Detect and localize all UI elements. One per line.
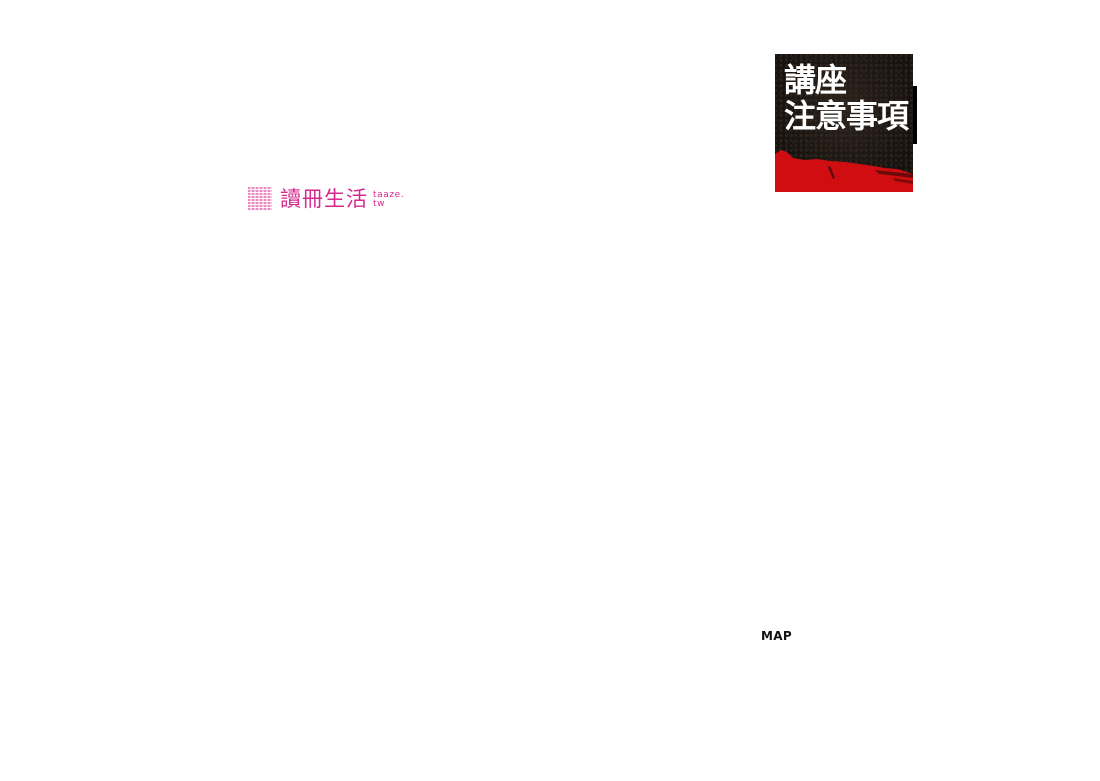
logo-text-english-line1: taaze. xyxy=(373,189,405,200)
lecture-notice-banner[interactable]: 講座 注意事項 xyxy=(775,54,917,192)
logo-text-english-line2: tw xyxy=(373,198,386,209)
banner-title-line2: 注意事項 xyxy=(784,97,909,135)
map-link[interactable]: MAP xyxy=(761,629,792,643)
logo-text-chinese: 讀冊生活 xyxy=(280,187,368,211)
woven-pattern-icon xyxy=(248,187,272,211)
logo-text-english: taaze. tw xyxy=(373,189,405,209)
red-brushstroke-graphic xyxy=(775,148,913,192)
banner-side-tab xyxy=(913,86,917,144)
banner-title-line1: 講座 xyxy=(784,61,847,99)
banner-title: 講座 注意事項 xyxy=(784,61,909,135)
taaze-logo-link[interactable]: 讀冊生活 taaze. tw xyxy=(248,186,404,212)
